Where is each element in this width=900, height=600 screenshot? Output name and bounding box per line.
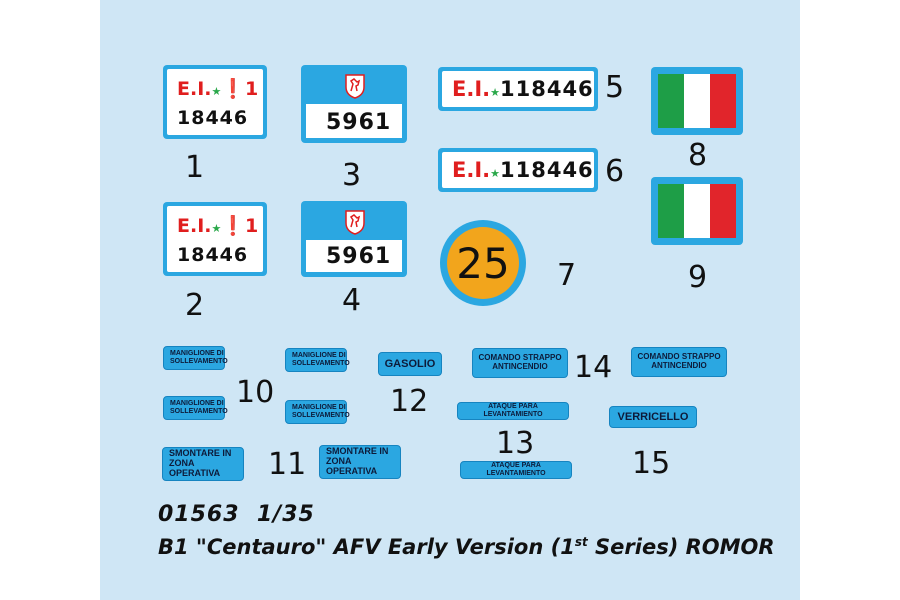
- plate-number: 5961: [326, 244, 392, 269]
- product-code-line: 01563 1/35: [158, 502, 315, 527]
- roundel-number: 25: [456, 238, 510, 288]
- product-code: 01563: [158, 502, 240, 527]
- roundel-decal: 25: [440, 220, 526, 306]
- decal-sheet: E.I.★❗1 18446 1 E.I.★❗1 18446 2 5961 3: [100, 0, 800, 600]
- plate-prefix: E.I.: [177, 215, 212, 237]
- label-verricello: VERRICELLO: [609, 406, 697, 428]
- item-number-1: 1: [185, 150, 205, 185]
- item-number-3: 3: [342, 158, 362, 193]
- product-title: B1 "Centauro" AFV Early Version (1st Ser…: [158, 535, 775, 559]
- decal-plate-1: E.I.★❗1 18446: [163, 65, 267, 139]
- plate-number: 5961: [326, 110, 392, 135]
- item-number-5: 5: [605, 70, 625, 105]
- plate-number: 118446: [500, 77, 594, 101]
- item-number-10: 10: [236, 375, 275, 410]
- decal-plate-6: E.I.★118446: [438, 148, 598, 192]
- horse-crest-icon: [345, 74, 365, 99]
- item-number-2: 2: [185, 288, 205, 323]
- label-maniglione: MANIGLIONE DI SOLLEVAMENTO: [163, 396, 228, 420]
- label-smontare: SMONTARE IN ZONA OPERATIVA: [319, 445, 401, 479]
- item-number-13: 13: [496, 426, 535, 461]
- italy-flag-icon: [651, 67, 743, 135]
- plate-number: 18446: [177, 244, 249, 266]
- italy-flag-icon: [651, 177, 743, 245]
- label-gasolio: GASOLIO: [378, 352, 442, 376]
- decal-plate-3: 5961: [301, 65, 407, 143]
- plate-number: 18446: [177, 107, 249, 129]
- plate-mark: ❗1: [221, 215, 259, 237]
- item-number-9: 9: [688, 260, 708, 295]
- plate-mark: ❗1: [221, 78, 259, 100]
- label-maniglione: MANIGLIONE DI SOLLEVAMENTO: [285, 400, 350, 424]
- item-number-11: 11: [268, 447, 307, 482]
- plate-prefix: E.I.: [177, 78, 212, 100]
- label-comando: COMANDO STRAPPO ANTINCENDIO: [631, 347, 727, 377]
- plate-prefix: E.I.: [452, 77, 491, 101]
- decal-plate-5: E.I.★118446: [438, 67, 598, 111]
- label-smontare: SMONTARE IN ZONA OPERATIVA: [162, 447, 244, 481]
- product-scale: 1/35: [256, 502, 315, 527]
- label-ataque: ATAQUE PARA LEVANTAMIENTO: [460, 461, 572, 479]
- label-ataque: ATAQUE PARA LEVANTAMIENTO: [457, 402, 569, 420]
- item-number-15: 15: [632, 446, 671, 481]
- item-number-7: 7: [557, 258, 577, 293]
- label-maniglione: MANIGLIONE DI SOLLEVAMENTO: [285, 348, 350, 372]
- item-number-12: 12: [390, 384, 429, 419]
- label-comando: COMANDO STRAPPO ANTINCENDIO: [472, 348, 568, 378]
- item-number-4: 4: [342, 283, 362, 318]
- star-icon: ★: [211, 223, 222, 235]
- star-icon: ★: [490, 168, 500, 180]
- star-icon: ★: [211, 86, 222, 98]
- item-number-8: 8: [688, 138, 708, 173]
- item-number-6: 6: [605, 154, 625, 189]
- horse-crest-icon: [345, 210, 365, 235]
- star-icon: ★: [490, 87, 500, 99]
- label-maniglione: MANIGLIONE DI SOLLEVAMENTO: [163, 346, 228, 370]
- plate-number: 118446: [500, 158, 594, 182]
- decal-plate-2: E.I.★❗1 18446: [163, 202, 267, 276]
- item-number-14: 14: [574, 350, 613, 385]
- decal-plate-4: 5961: [301, 201, 407, 277]
- plate-prefix: E.I.: [452, 158, 491, 182]
